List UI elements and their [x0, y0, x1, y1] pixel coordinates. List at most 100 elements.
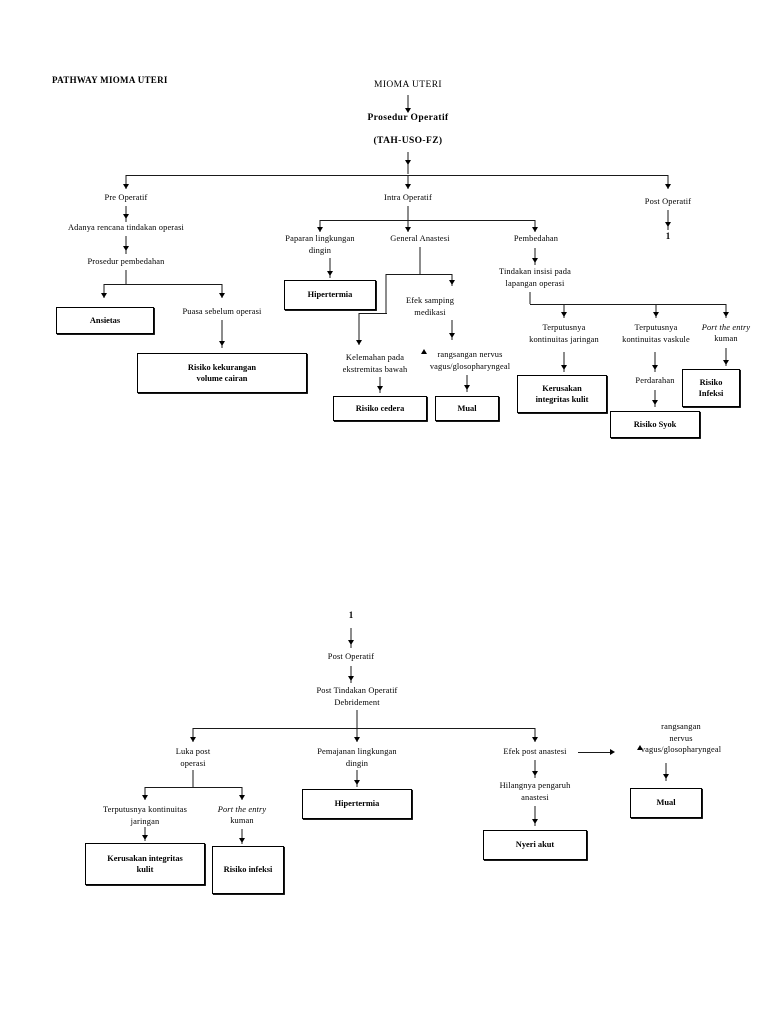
node-kelemahan-ekstremitas-bawah: Kelemahan pada ekstremitas bawah [342, 353, 408, 374]
box-ansietas: Ansietas [56, 307, 154, 334]
arrow-down-icon [219, 341, 225, 346]
connector-drop-paparan [319, 220, 321, 232]
connector-drop-pre [125, 175, 127, 189]
connector-efek-to-rangsangan [451, 320, 453, 340]
node-puasa-sebelum-operasi: Puasa sebelum operasi [182, 307, 262, 316]
arrow-down-icon [665, 184, 671, 189]
connector-intra-drop [407, 206, 409, 220]
box-hipertermia-top: Hipertermia [284, 280, 376, 310]
connector-drop-port-entry-bottom [241, 787, 243, 800]
arrow-down-icon [190, 737, 196, 742]
connector-drop-port-entry [725, 304, 727, 318]
connector-post-to-marker [667, 210, 669, 230]
arrow-down-icon [405, 227, 411, 232]
root-node-tah-uso-fz: (TAH-USO-FZ) [373, 136, 443, 146]
connector-bus-intra-split [320, 220, 535, 221]
box-risiko-kekurangan-volume-cairan: Risiko kekurangan volume cairan [137, 353, 307, 393]
connector-drop-terputusnya-vaskule [655, 304, 657, 318]
node-prosedur-pembedahan: Prosedur pembedahan [87, 257, 165, 266]
arrow-down-icon [219, 293, 225, 298]
node-rangsangan-nervus-vagus-bottom: rangsangan nervus vagus/glosopharyngeal [640, 722, 722, 754]
arrow-down-icon [123, 246, 129, 251]
connector-bus-tindakan-split [530, 304, 726, 305]
node-terputusnya-kontinuitas-vaskule: Terputusnya kontinuitas vaskule [622, 323, 690, 344]
connector-drop-luka-post [192, 728, 194, 742]
arrow-down-icon [663, 774, 669, 779]
connector-kelemahan-to-risiko-cedera [379, 377, 381, 393]
connector-drop-pemajanan [356, 728, 358, 742]
connector-pemajanan-to-hipertermia [356, 770, 358, 787]
node-terputusnya-kontinuitas-jaringan-bottom: Terputusnya kontinuitas jaringan [102, 805, 188, 826]
box-risiko-infeksi-bottom: Risiko infeksi [212, 846, 284, 894]
connector-drop-pembedahan [534, 220, 536, 232]
connector-anastesi-left-leg [385, 274, 387, 313]
connector-drop-anastesi [407, 220, 409, 232]
node-tindakan-insisi: Tindakan insisi pada lapangan operasi [498, 267, 571, 288]
arrow-down-icon [653, 312, 659, 317]
node-paparan-lingkungan-dingin: Paparan lingkungan dingin [285, 234, 355, 255]
box-kerusakan-integritas-kulit-top-label: Kerusakan integritas kulit [535, 383, 589, 405]
node-hilangnya-pengaruh-anastesi: Hilangnya pengaruh anastesi [499, 781, 571, 802]
node-kuman-bottom: kuman [230, 816, 254, 825]
connector-bus-bottom-split [193, 728, 535, 729]
box-risiko-infeksi-top-label: Risiko Infeksi [698, 377, 724, 399]
node-pembedahan: Pembedahan [513, 234, 559, 243]
box-hipertermia-bottom: Hipertermia [302, 789, 412, 819]
box-mual-top-label: Mual [457, 403, 477, 413]
connector-efek-to-hilangnya [534, 760, 536, 778]
arrow-down-icon [532, 771, 538, 776]
arrow-down-icon [101, 293, 107, 298]
box-kerusakan-integritas-kulit-bottom: Kerusakan integritas kulit [85, 843, 205, 885]
connector-drop-terputusnya-jaringan [563, 304, 565, 318]
connector-root-to-prosedur [407, 95, 409, 111]
arrow-down-icon [723, 360, 729, 365]
arrow-right-icon [610, 749, 615, 755]
connector-bus-prosedur-split [104, 284, 222, 285]
arrow-down-icon [723, 312, 729, 317]
root-node-mioma-uteri: MIOMA UTERI [374, 80, 442, 90]
connector-bus-top-split [126, 175, 668, 176]
connector-vaskule-to-perdarahan [654, 352, 656, 372]
arrow-down-icon [348, 676, 354, 681]
connector-port-to-risiko-infeksi [725, 348, 727, 366]
arrow-down-icon [142, 835, 148, 840]
connector-post-to-tindakan-bottom [350, 666, 352, 683]
arrow-down-icon [354, 737, 360, 742]
connector-to-kelemahan [358, 313, 360, 345]
arrow-down-icon [652, 365, 658, 370]
connector-bus-luka-split [145, 787, 242, 788]
box-mual-bottom-label: Mual [656, 798, 676, 808]
box-risiko-infeksi-bottom-label: Risiko infeksi [223, 865, 273, 875]
node-adanya-rencana-tindakan-operasi: Adanya rencana tindakan operasi [67, 223, 185, 232]
connector-jaringan-to-kerusakan-bottom [144, 827, 146, 841]
box-risiko-syok: Risiko Syok [610, 411, 700, 438]
box-ansietas-label: Ansietas [89, 315, 121, 325]
connector-anastesi-drop [419, 247, 421, 274]
page-title: PATHWAY MIOMA UTERI [52, 75, 168, 85]
node-post-operatif: Post Operatif [644, 197, 692, 206]
arrow-up-icon [637, 745, 643, 750]
connector-efek-to-rangsangan-bottom [578, 752, 610, 753]
connector-tindakan-drop [529, 292, 531, 304]
connector-drop-intra [407, 175, 409, 189]
connector-prosedur-drop [125, 270, 127, 284]
connector-hilangnya-to-nyeri [534, 806, 536, 826]
box-risiko-cedera-label: Risiko cedera [355, 403, 405, 413]
arrow-down-icon [561, 365, 567, 370]
arrow-down-icon [561, 312, 567, 317]
node-efek-post-anastesi: Efek post anastesi [503, 747, 567, 756]
node-luka-post-operasi: Luka post operasi [175, 747, 211, 768]
box-nyeri-akut-label: Nyeri akut [515, 840, 555, 850]
connector-marker-to-post-operatif [350, 628, 352, 648]
arrow-down-icon [532, 227, 538, 232]
arrow-down-icon [405, 184, 411, 189]
arrow-down-icon [354, 780, 360, 785]
marker-continuation-bottom: 1 [348, 610, 354, 620]
connector-pembedahan-to-tindakan [534, 248, 536, 265]
arrow-down-icon [449, 333, 455, 338]
connector-jaringan-to-kerusakan [563, 352, 565, 372]
arrow-down-icon [532, 258, 538, 263]
connector-debridement-drop [356, 710, 358, 728]
connector-perdarahan-to-syok [654, 390, 656, 407]
node-rangsangan-nervus-vagus-top: rangsangan nervus vagus/glosopharyngeal [429, 350, 511, 371]
